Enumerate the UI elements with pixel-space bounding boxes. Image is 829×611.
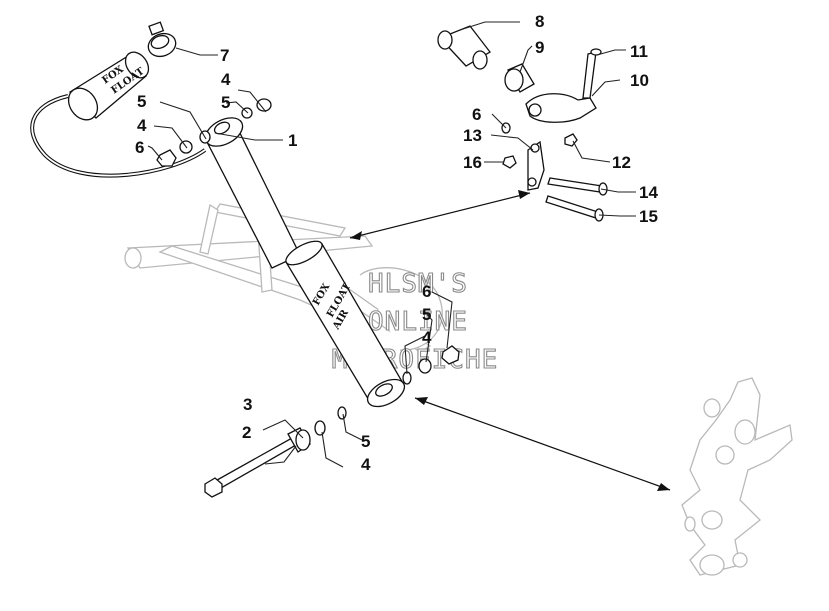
callout-2: 2 — [242, 423, 251, 442]
a-arm-ghost — [124, 203, 443, 353]
callout-15: 15 — [639, 207, 658, 226]
callout-6-left: 6 — [135, 138, 144, 157]
watermark-line2: ONLINE — [368, 307, 468, 337]
callout-numbers: 1 2 3 4 4 4 4 5 5 5 5 6 6 6 7 8 9 10 11 … — [135, 12, 658, 474]
watermark-line1: HLSM'S — [368, 269, 468, 299]
callout-16: 16 — [463, 153, 482, 172]
callout-5-left: 5 — [137, 92, 146, 111]
reservoir-hose — [30, 94, 207, 178]
callout-5-right: 5 — [422, 305, 431, 324]
callout-4-bottom: 4 — [361, 455, 371, 474]
callout-13: 13 — [463, 126, 482, 145]
rocker-assembly — [437, 25, 608, 222]
callout-8: 8 — [535, 12, 544, 31]
callout-3: 3 — [243, 395, 252, 414]
callout-14: 14 — [639, 183, 658, 202]
callout-1: 1 — [288, 131, 297, 150]
callout-6-right: 6 — [422, 282, 431, 301]
spindle-ghost — [681, 377, 793, 576]
callout-6-rocker: 6 — [472, 105, 481, 124]
callout-4-left: 4 — [137, 116, 147, 135]
callout-7: 7 — [220, 46, 229, 65]
callout-5-top: 5 — [221, 93, 230, 112]
callout-12: 12 — [612, 153, 631, 172]
leader-lines — [147, 21, 636, 468]
mount-arrows — [349, 190, 671, 491]
callout-5-bottom: 5 — [361, 432, 370, 451]
callout-11: 11 — [630, 42, 648, 61]
shock-absorber: FOX FLOAT AIR — [204, 117, 406, 408]
callout-9: 9 — [535, 38, 544, 57]
callout-4-top: 4 — [221, 70, 231, 89]
reservoir-canister: FOX FLOAT — [67, 51, 150, 121]
bottom-mount-hardware — [204, 345, 460, 498]
callout-4-right: 4 — [422, 328, 432, 347]
hose-clamp — [147, 21, 177, 58]
callout-10: 10 — [630, 71, 649, 90]
